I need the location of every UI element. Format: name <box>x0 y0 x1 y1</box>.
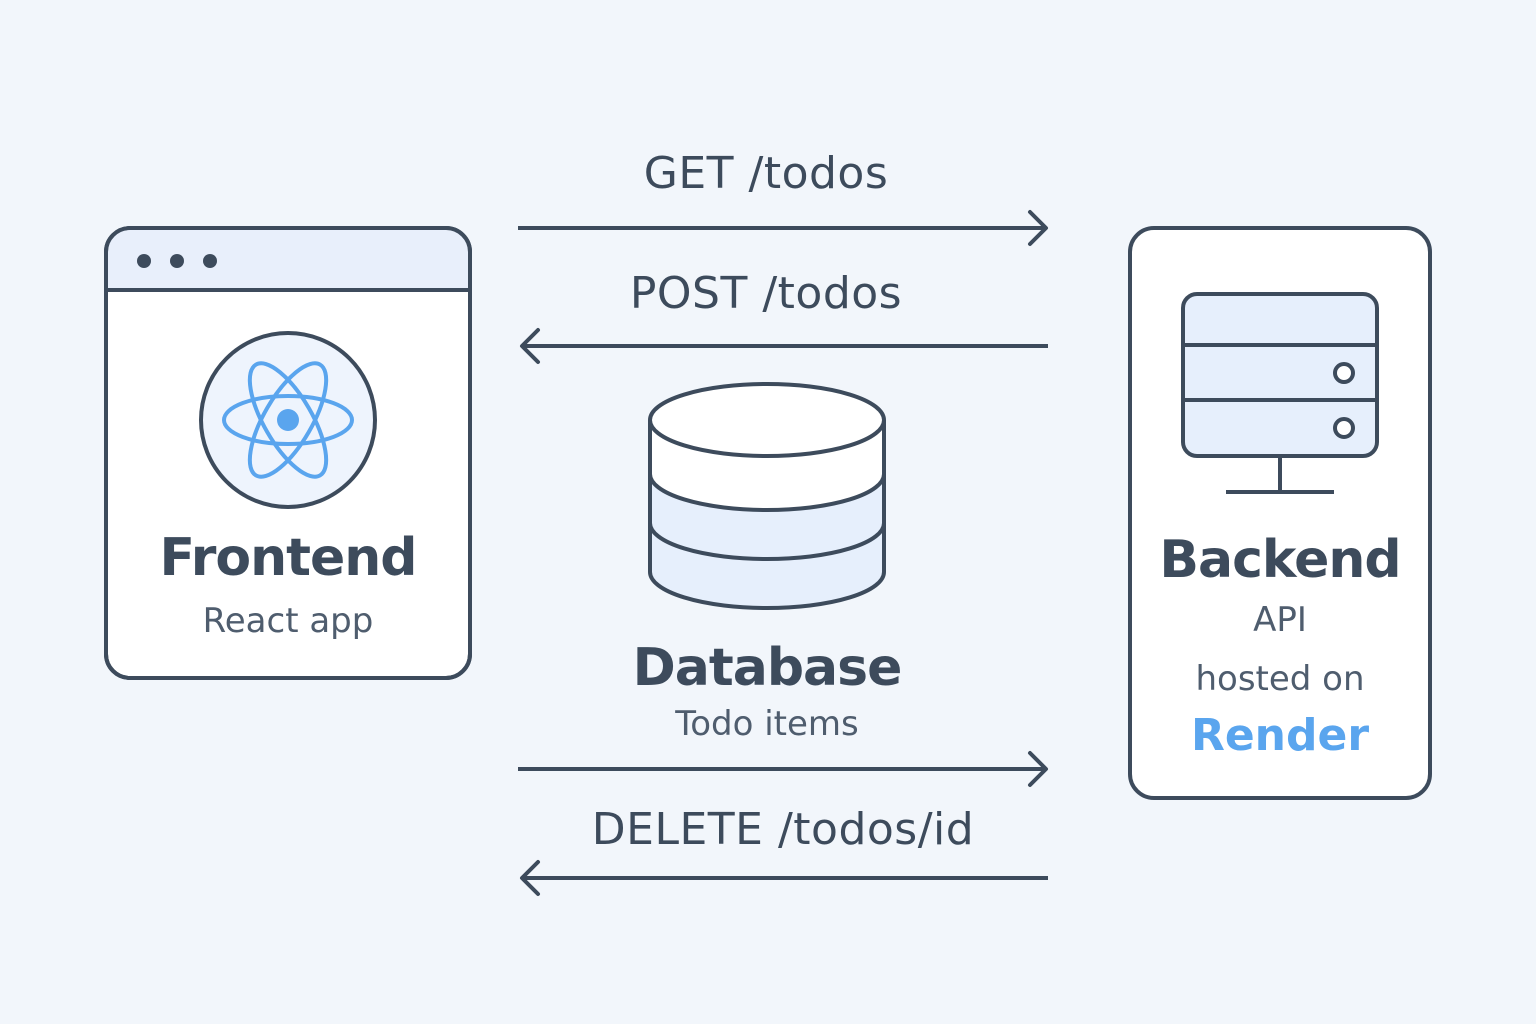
request-arrow-get <box>518 210 1048 246</box>
frontend-title: Frontend <box>159 528 418 588</box>
database-subtitle: Todo items <box>675 704 859 744</box>
database-cylinder-icon <box>648 382 886 610</box>
window-dot-icon <box>203 254 217 268</box>
post-todos-label: POST /todos <box>629 268 903 319</box>
request-arrow-delete <box>520 860 1048 896</box>
backend-hosted-label: hosted on <box>1195 659 1365 699</box>
window-dot-icon <box>170 254 184 268</box>
request-arrow-post <box>520 328 1048 364</box>
window-dot-icon <box>137 254 151 268</box>
backend-host-name: Render <box>1190 710 1370 761</box>
delete-todo-label: DELETE /todos/id <box>591 804 975 855</box>
frontend-subtitle: React app <box>202 601 374 641</box>
database-title: Database <box>632 638 903 698</box>
backend-subtitle: API <box>1253 600 1307 640</box>
react-atom-icon <box>199 331 377 509</box>
server-monitor-icon <box>1181 292 1379 494</box>
request-arrow-third <box>518 751 1048 787</box>
get-todos-label: GET /todos <box>643 148 889 199</box>
backend-title: Backend <box>1159 530 1401 590</box>
